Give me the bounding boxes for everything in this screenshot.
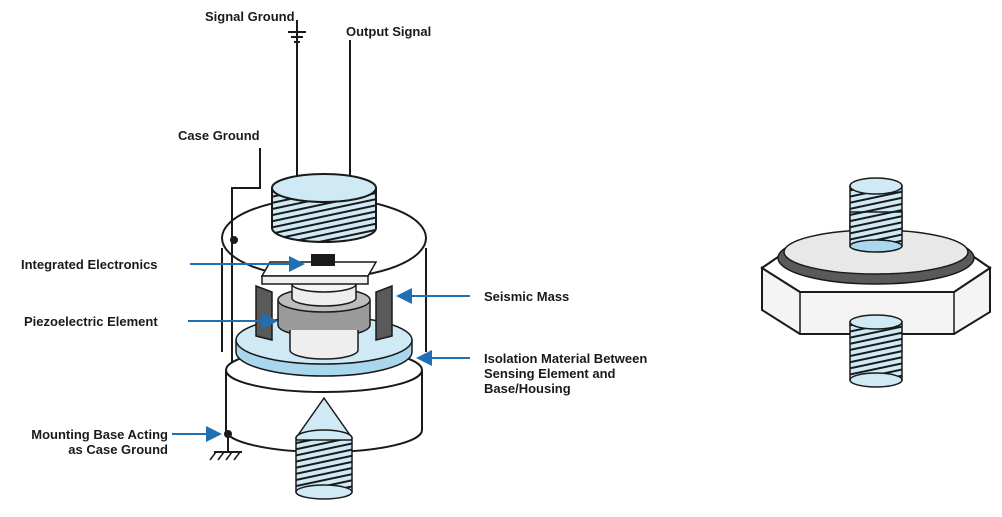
- case-ground-node: [230, 236, 238, 244]
- mounting-stud: [294, 396, 354, 500]
- label-output-signal: Output Signal: [346, 24, 432, 39]
- label-case-ground: Case Ground: [178, 128, 260, 143]
- label-seismic-mass: Seismic Mass: [484, 289, 570, 304]
- label-isolation-line3: Base/Housing: [484, 381, 571, 396]
- label-mounting-line2: as Case Ground: [68, 442, 168, 457]
- connector: [271, 173, 377, 243]
- label-integrated-electronics: Integrated Electronics: [21, 257, 158, 272]
- bottom-stud: [849, 321, 903, 381]
- label-signal-ground: Signal Ground: [205, 9, 295, 24]
- case-ground-wire: [231, 148, 261, 430]
- label-isolation-line1: Isolation Material Between: [484, 351, 648, 366]
- case-ground-symbol: [209, 430, 242, 461]
- label-mounting-line1: Mounting Base Acting: [31, 427, 168, 442]
- integrated-electronics-board: [260, 254, 378, 285]
- label-isolation-line2: Sensing Element and: [484, 366, 616, 381]
- pointer-arrows: [172, 256, 470, 442]
- hex-mount: [760, 177, 992, 388]
- piezoelectric-element: [277, 275, 371, 360]
- label-piezoelectric-element: Piezoelectric Element: [24, 314, 158, 329]
